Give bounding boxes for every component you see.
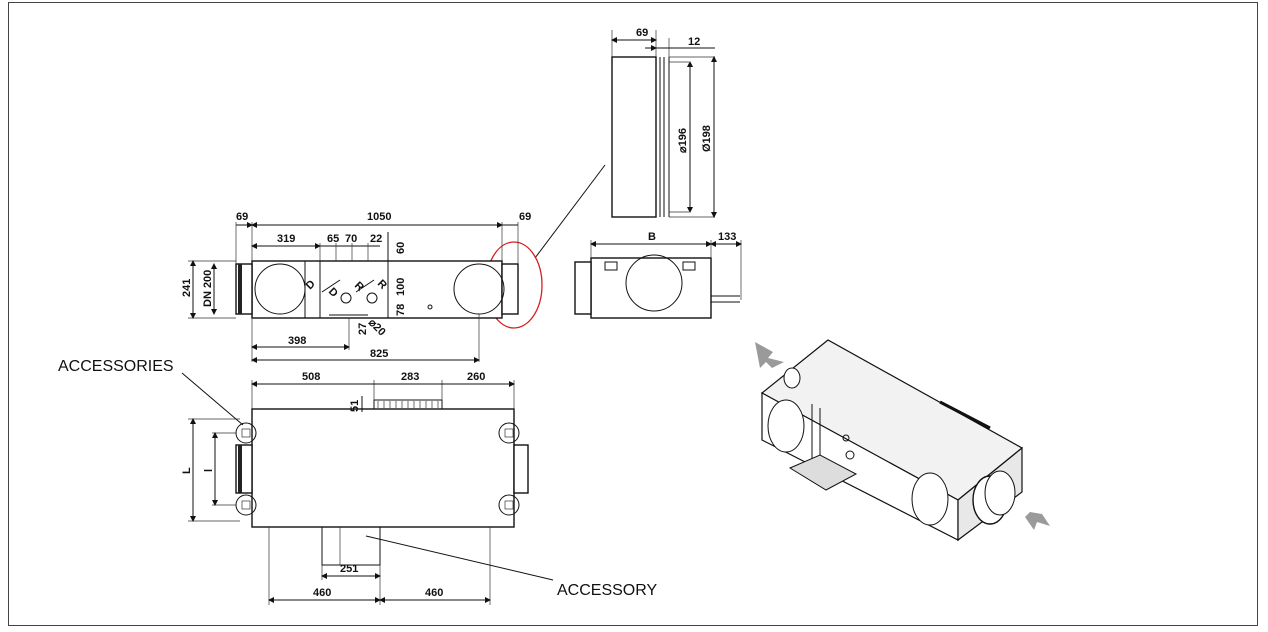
dim-dn200: DN 200	[202, 270, 214, 307]
spigot-detail: 69 12 ⌀196 Ø198	[611, 27, 717, 218]
dim-12: 12	[688, 36, 700, 48]
dim-27: 27	[357, 323, 369, 335]
dim-241: 241	[181, 279, 193, 297]
detail-leader-line	[534, 164, 606, 259]
plan-view: 508 283 260 51 L l 251 460 460	[181, 371, 529, 605]
dim-22: 22	[370, 233, 382, 245]
dim-825: 825	[370, 348, 388, 360]
dim-260: 260	[467, 371, 485, 383]
dim-L: L	[181, 467, 193, 474]
dim-60: 60	[395, 242, 407, 254]
dim-319: 319	[277, 233, 295, 245]
dim-69-left: 69	[236, 211, 248, 223]
front-view: 69 1050 69 319 65 70 22 241 DN 200 60 10…	[181, 211, 531, 363]
dim-69-top: 69	[636, 27, 648, 39]
dim-460-left: 460	[313, 587, 331, 599]
dim-398: 398	[288, 335, 306, 347]
dim-460-right: 460	[425, 587, 443, 599]
dim-133: 133	[718, 231, 736, 243]
accessory-label: ACCESSORY	[557, 582, 658, 599]
side-view: B 133	[574, 231, 742, 319]
dim-508: 508	[302, 371, 320, 383]
dim-65: 65	[327, 233, 339, 245]
dim-70: 70	[345, 233, 357, 245]
isometric-unit	[755, 339, 1050, 542]
dim-1050: 1050	[367, 211, 391, 223]
airflow-in-arrow	[755, 342, 784, 368]
dim-dia-196: ⌀196	[677, 128, 689, 153]
dim-hole-20: ⌀20	[366, 317, 388, 339]
dim-78: 78	[395, 304, 407, 316]
accessory-leader	[365, 535, 554, 581]
dim-100: 100	[395, 278, 407, 296]
dim-b: B	[648, 231, 656, 243]
dim-283: 283	[401, 371, 419, 383]
accessories-leader	[181, 372, 244, 426]
accessories-label: ACCESSORIES	[58, 358, 174, 375]
dim-l: l	[203, 469, 215, 472]
dim-51: 51	[349, 400, 361, 412]
dim-dia-198: Ø198	[701, 125, 713, 152]
dim-69-right: 69	[519, 211, 531, 223]
dim-251: 251	[340, 563, 358, 575]
airflow-out-arrow	[1021, 512, 1050, 530]
